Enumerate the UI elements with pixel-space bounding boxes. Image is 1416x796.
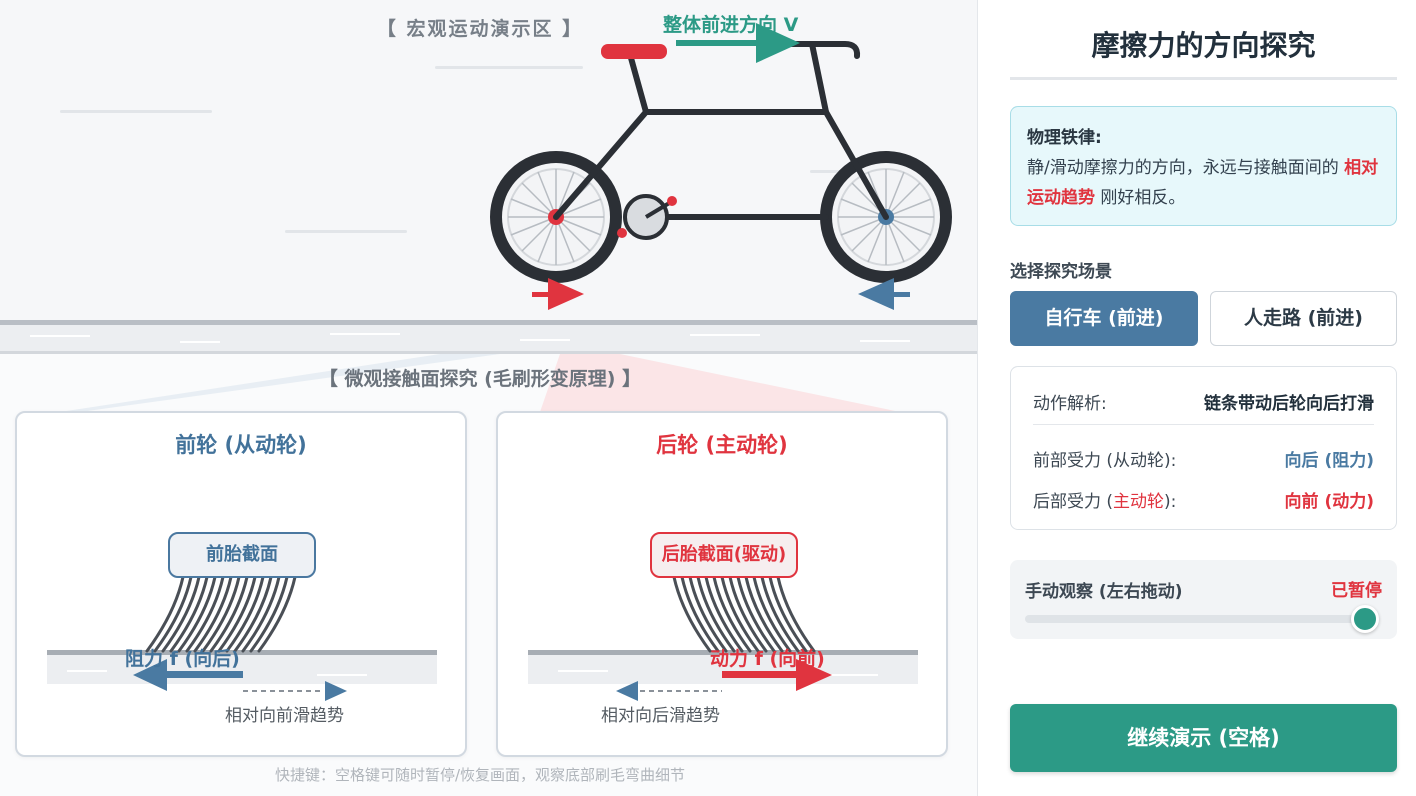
ground-road [0,320,977,354]
front-bristles-diagram [47,575,437,701]
action-value: 链条带动后轮向后打滑 [1204,394,1374,414]
bicycle [490,23,952,310]
zoom-beams [60,354,900,412]
rear-force-value: 向前 (动力) [1284,492,1374,512]
scene-walk-button[interactable]: 人走路 (前进) [1210,291,1397,346]
rear-force-key: 后部受力 (主动轮): [1033,492,1177,512]
front-trend-label: 相对向前滑趋势 [225,706,344,726]
rear-wheel-card: 后轮 (主动轮) [496,411,948,757]
continue-demo-button[interactable]: 继续演示 (空格) [1010,704,1397,772]
rear-card-title: 后轮 (主动轮) [656,433,788,457]
rear-contact-arrow [532,278,584,310]
law-title: 物理铁律: [1027,128,1102,148]
law-text-after: 刚好相反。 [1100,188,1186,208]
bike-saddle [601,44,667,59]
front-force-key: 前部受力 (从动轮): [1033,451,1177,471]
paused-status: 已暂停 [1331,581,1382,601]
physics-law-box: 物理铁律: 静/滑动摩擦力的方向，永远与接触面间的 相对运动趋势 刚好相反。 [1010,106,1397,226]
rear-tire-section: 后胎截面(驱动) [650,532,798,578]
manual-label: 手动观察 (左右拖动) [1025,582,1183,602]
front-force-label: 阻力 f (向后) [125,648,240,670]
observe-slider-track[interactable] [1025,615,1365,623]
control-panel: 摩擦力的方向探究 物理铁律: 静/滑动摩擦力的方向，永远与接触面间的 相对运动趋… [977,0,1416,796]
analysis-box: 动作解析: 链条带动后轮向后打滑 前部受力 (从动轮): 向后 (阻力) 后部受… [1010,366,1397,530]
scene-label: 选择探究场景 [1010,262,1112,282]
shortcut-hint: 快捷键：空格键可随时暂停/恢复画面，观察底部刷毛弯曲细节 [274,766,686,784]
front-force-value: 向后 (阻力) [1284,451,1374,471]
motion-line [435,66,583,69]
observe-slider-handle[interactable] [1351,605,1379,633]
action-key: 动作解析: [1033,394,1107,414]
law-highlight: 相对运动趋势 [1027,158,1379,208]
front-contact-arrow [858,278,910,310]
front-card-title: 前轮 (从动轮) [175,433,307,457]
law-text: 静/滑动摩擦力的方向，永远与接触面间的 相对运动趋势 刚好相反。 [1027,153,1380,213]
direction-label: 整体前进方向 V [663,14,799,36]
micro-title: 【 微观接触面探究 (毛刷形变原理) 】 [318,368,642,390]
manual-observe-box: 手动观察 (左右拖动) 已暂停 [1010,560,1397,639]
macro-title: 【 宏观运动演示区 】 [376,18,584,40]
motion-line [60,110,212,113]
front-wheel-card: 前轮 (从动轮) [15,411,467,757]
analysis-divider [1033,424,1374,425]
law-text-before: 静/滑动摩擦力的方向，永远与接触面间的 [1027,158,1339,178]
rear-bristles-diagram [528,575,918,701]
rear-trend-label: 相对向后滑趋势 [601,706,720,726]
demo-stage: 【 宏观运动演示区 】 [0,14,977,784]
scene-bike-button[interactable]: 自行车 (前进) [1010,291,1198,346]
forward-direction-arrow [676,23,800,63]
bike-frame [553,41,889,220]
panel-title: 摩擦力的方向探究 [1091,29,1316,62]
motion-line [285,230,407,233]
title-divider [1010,77,1397,80]
front-tire-section: 前胎截面 [168,532,316,578]
rear-force-label: 动力 f (向前) [710,648,825,670]
